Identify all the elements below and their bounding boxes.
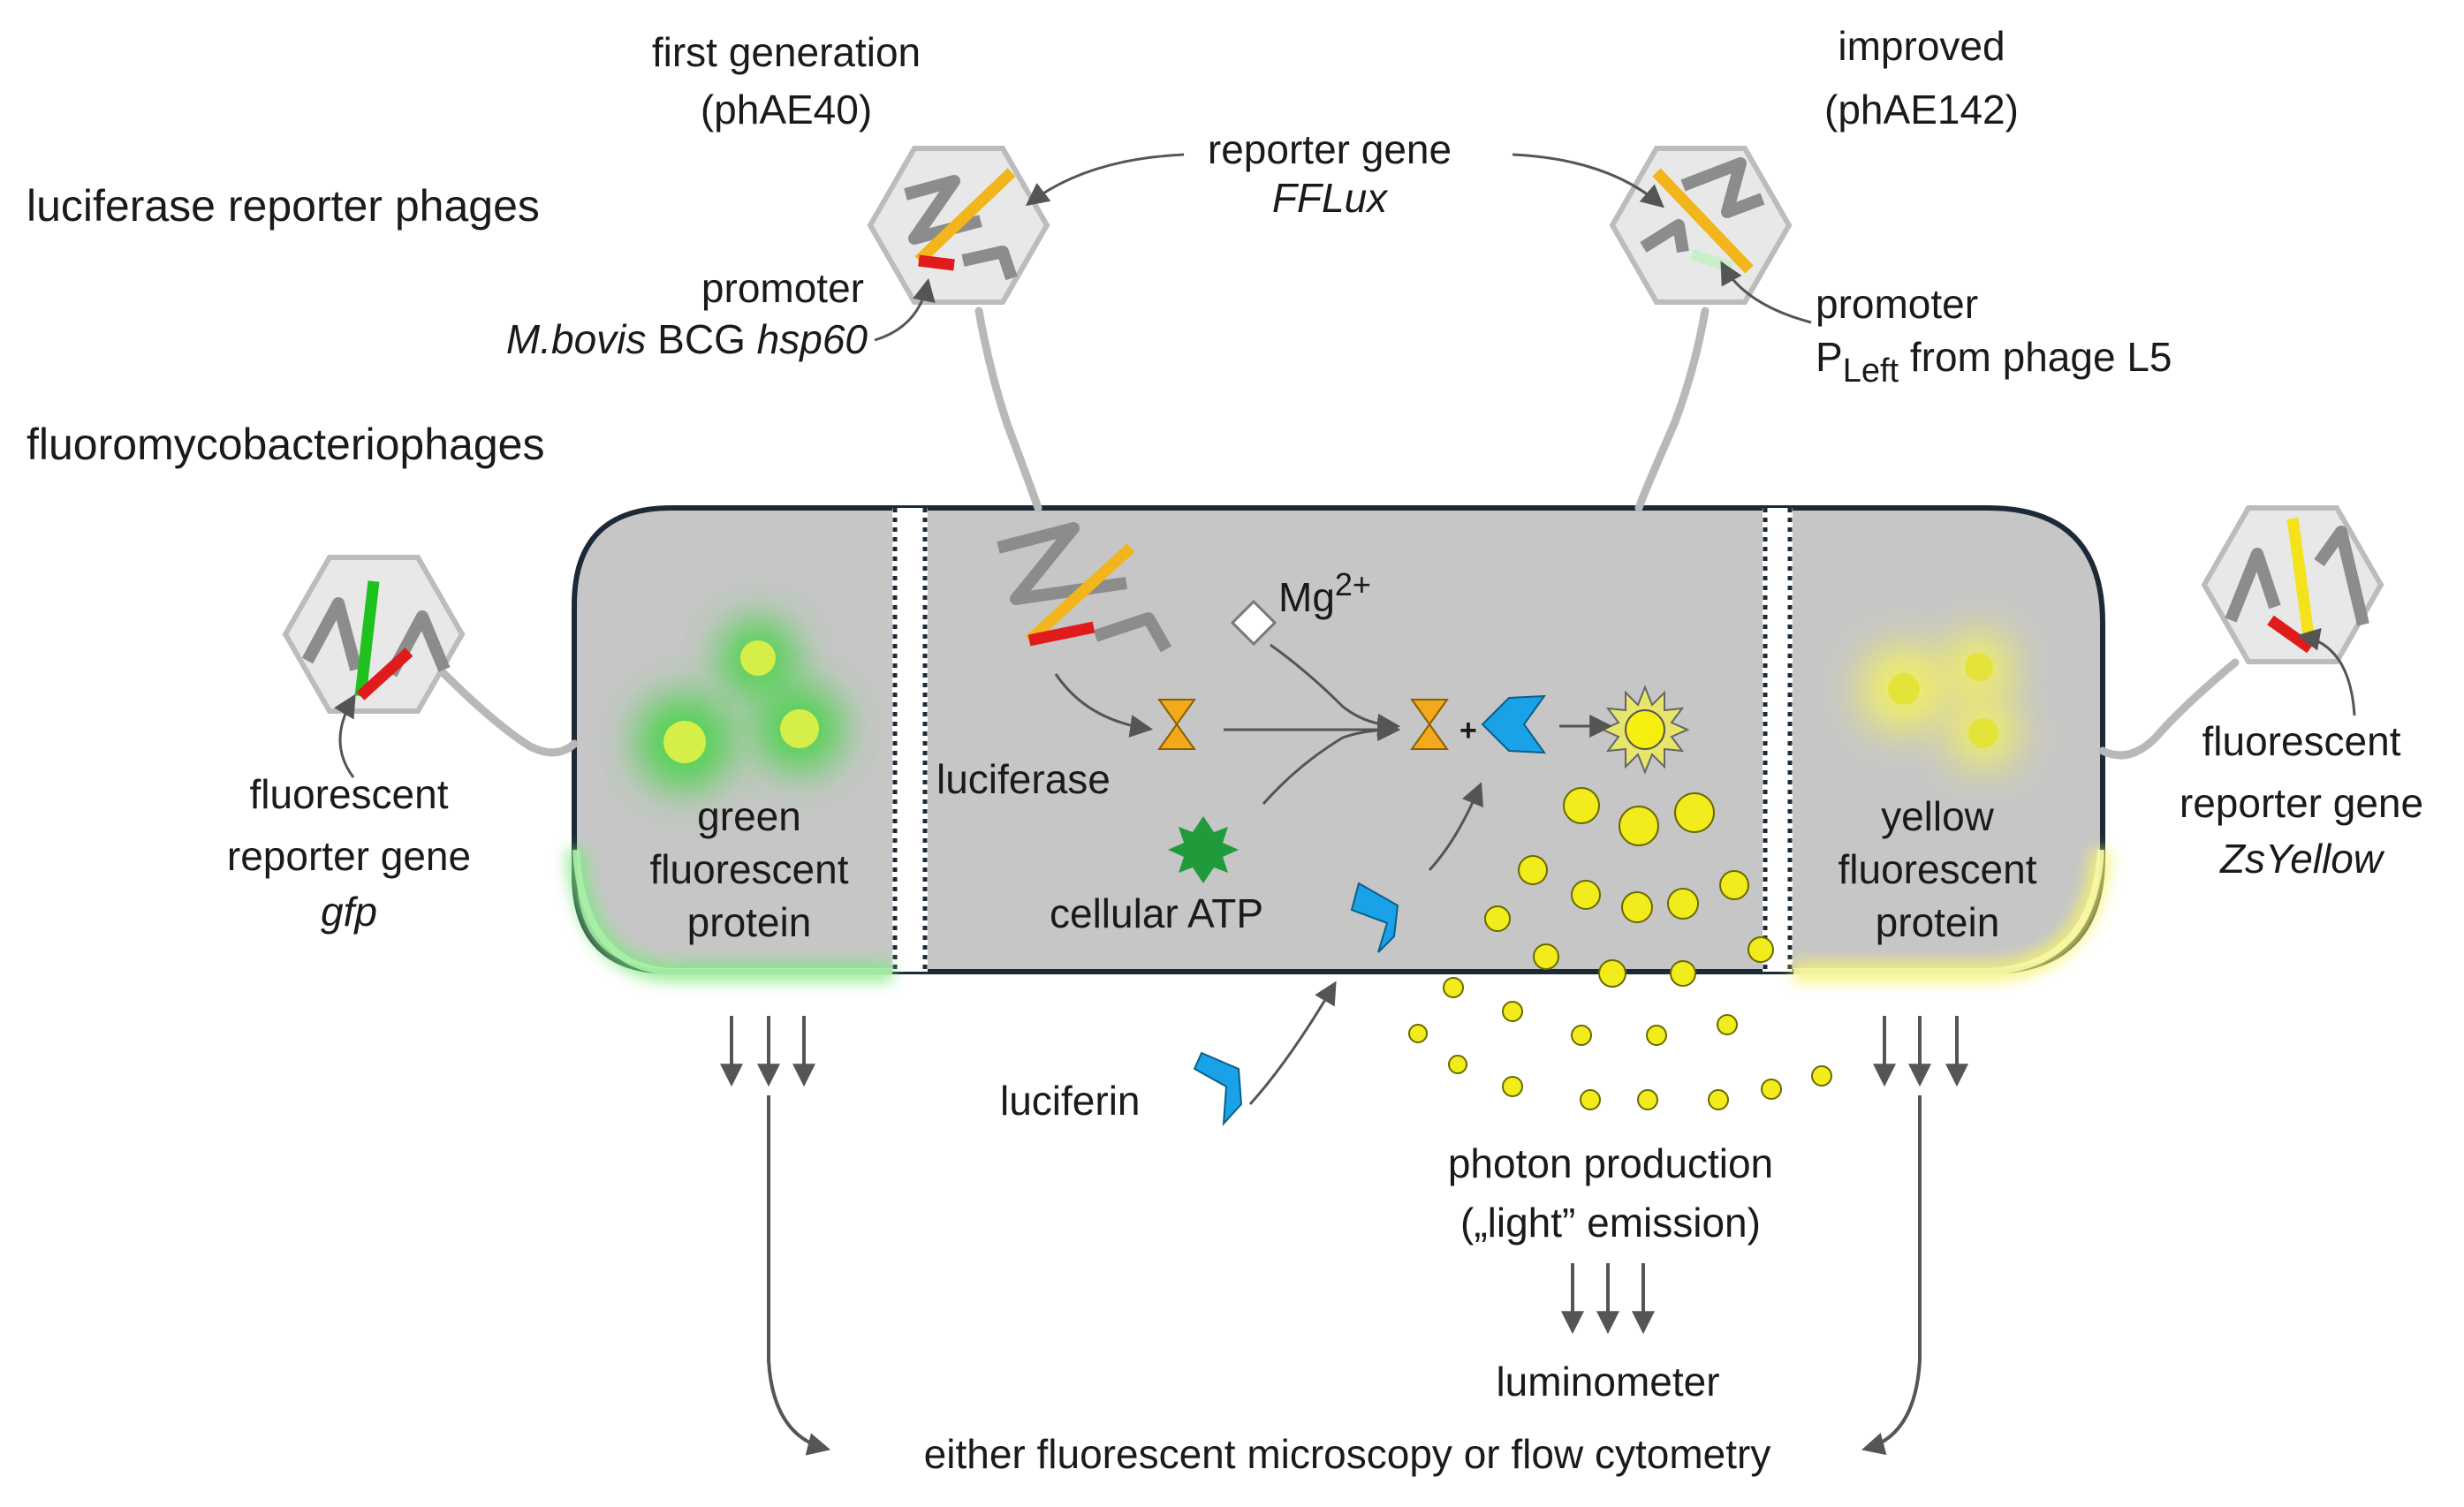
photon-dot-icon xyxy=(1667,888,1699,920)
yellow-fluorescent-label: fluorescent xyxy=(1838,846,2036,892)
photon-dot-icon xyxy=(1619,806,1659,846)
label-pointer-arrows xyxy=(334,153,2356,778)
promoter-label-right: promoter xyxy=(1816,281,1978,327)
zsyellow-fluorescent-label: fluorescent xyxy=(2202,718,2400,764)
photon-dot-icon xyxy=(1443,977,1464,998)
photon-dots xyxy=(1408,787,1832,1110)
photon-dot-icon xyxy=(1717,1014,1738,1035)
luciferin-label: luciferin xyxy=(1000,1078,1141,1124)
atp-star-icon xyxy=(1168,816,1239,883)
bowtie-luciferase-icon xyxy=(1157,699,1196,750)
hsp60-promoter-source: M.bovis BCG hsp60 xyxy=(506,316,868,362)
readout-arrows xyxy=(720,1016,1968,1456)
reporter-gene-labels: reporter gene FFLux xyxy=(1208,126,1452,221)
photon-dot-icon xyxy=(1563,787,1600,824)
photon-dot-icon xyxy=(1761,1079,1782,1100)
mg-ion-label: Mg2+ xyxy=(1278,566,1371,620)
improved-labels: improved (phAE142) promoter PLeft from p… xyxy=(1816,23,2172,390)
luminometer-label: luminometer xyxy=(1496,1359,1719,1405)
phage-tails xyxy=(437,307,2240,760)
photon-dot-icon xyxy=(1708,1089,1729,1110)
gfp-protein-cluster xyxy=(636,618,844,791)
green-label: green xyxy=(697,793,801,839)
photon-dot-icon xyxy=(1621,891,1653,923)
luciferase-label: luciferase xyxy=(936,756,1111,802)
zsyellow-phage-labels: fluorescent reporter gene ZsYellow xyxy=(2180,718,2423,882)
photon-production-label: photon production xyxy=(1448,1140,1773,1186)
output-labels: luciferin photon production („light” emi… xyxy=(924,1078,1773,1477)
phae40-label: (phAE40) xyxy=(701,87,872,133)
mg-diamond-icon xyxy=(1230,599,1277,647)
promoter-label-left: promoter xyxy=(701,265,864,311)
photon-dot-icon xyxy=(1637,1089,1658,1110)
photon-dot-icon xyxy=(1719,870,1749,900)
fflux-gene-name: FFLux xyxy=(1272,175,1389,221)
green-fluorescent-label: fluorescent xyxy=(649,846,848,892)
improved-label: improved xyxy=(1838,23,2005,69)
photon-dot-icon xyxy=(1811,1065,1832,1087)
zsyellow-reporter-gene-label: reporter gene xyxy=(2180,780,2423,826)
gfp-phage-labels: fluorescent reporter gene gfp xyxy=(227,771,471,935)
chevron-luciferin-cell-icon xyxy=(1350,882,1399,953)
photon-dot-icon xyxy=(1670,960,1696,987)
luciferase-section-title: luciferase reporter phages xyxy=(27,181,540,231)
readout-method-label: either fluorescent microscopy or flow cy… xyxy=(924,1431,1771,1477)
green-protein-label: protein xyxy=(687,899,812,945)
gfp-gene-name: gfp xyxy=(321,889,377,935)
phage-first-generation-icon xyxy=(867,146,1050,305)
reaction-arrows xyxy=(1054,643,1613,1106)
photon-dot-icon xyxy=(1571,880,1601,910)
plus-sign: + xyxy=(1459,714,1477,747)
chevron-luciferin-icon xyxy=(1193,1051,1243,1126)
photon-dot-icon xyxy=(1408,1024,1428,1043)
yellow-label: yellow xyxy=(1881,793,1995,839)
cellular-atp-label: cellular ATP xyxy=(1050,890,1263,936)
photon-dot-icon xyxy=(1598,959,1626,988)
gfp-reporter-gene-label: reporter gene xyxy=(227,833,471,879)
photon-dot-icon xyxy=(1748,936,1774,963)
zsyellow-protein-cluster xyxy=(1860,632,2019,769)
photon-dot-icon xyxy=(1518,855,1548,885)
photon-dot-icon xyxy=(1502,1076,1523,1097)
photon-dot-icon xyxy=(1502,1001,1523,1022)
phage-gfp-icon xyxy=(282,555,466,714)
phae142-label: (phAE142) xyxy=(1824,87,2019,133)
photon-dot-icon xyxy=(1484,905,1511,932)
zsyellow-gene-name: ZsYellow xyxy=(2219,836,2385,882)
photon-dot-icon xyxy=(1580,1089,1601,1110)
section-titles: luciferase reporter phages fluoromycobac… xyxy=(27,181,544,469)
light-emission-label: („light” emission) xyxy=(1460,1200,1761,1246)
first-generation-labels: first generation (phAE40) promoter M.bov… xyxy=(506,29,921,362)
yellow-protein-label: protein xyxy=(1876,899,2000,945)
gfp-fluorescent-label: fluorescent xyxy=(249,771,448,817)
reporter-gene-fragment-icon xyxy=(997,522,1172,653)
reporter-gene-label: reporter gene xyxy=(1208,126,1452,172)
sun-icon xyxy=(1600,685,1690,775)
fluoro-section-title: fluoromycobacteriophages xyxy=(27,420,544,469)
cell-labels: green fluorescent protein yellow fluores… xyxy=(649,566,2036,945)
pleft-promoter-source: PLeft from phage L5 xyxy=(1816,334,2172,390)
photon-dot-icon xyxy=(1448,1055,1467,1074)
bowtie-luciferase-complex-icon xyxy=(1410,699,1449,750)
phage-zsyellow-icon xyxy=(2201,505,2384,664)
photon-dot-icon xyxy=(1571,1025,1592,1046)
photon-dot-icon xyxy=(1533,943,1559,970)
first-generation-label: first generation xyxy=(652,29,921,75)
phage-improved-icon xyxy=(1609,146,1793,305)
photon-dot-icon xyxy=(1646,1025,1667,1046)
chevron-luciferin-complex-icon xyxy=(1481,694,1547,754)
photon-dot-icon xyxy=(1674,792,1715,833)
